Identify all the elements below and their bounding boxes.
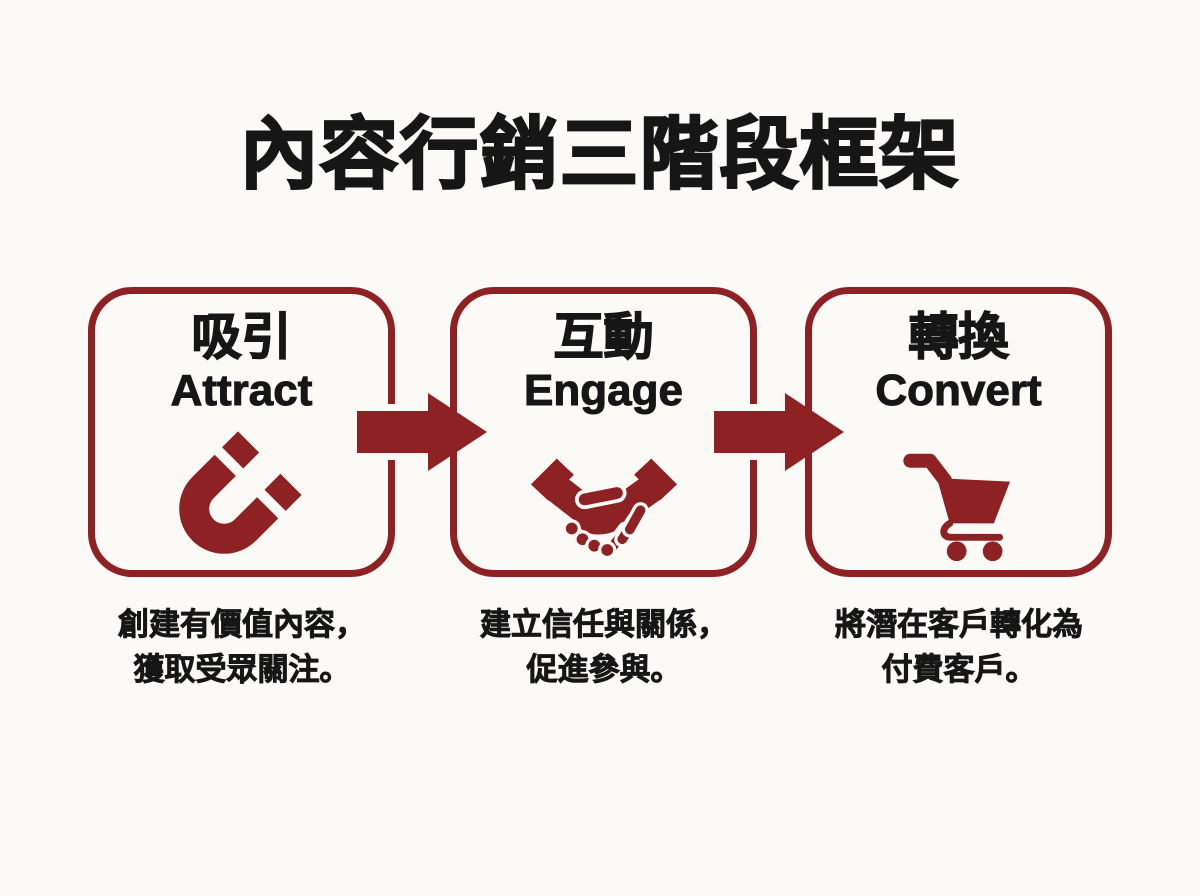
stage-box-convert: 轉換 Convert xyxy=(805,287,1112,577)
description-line: 促進參與。 xyxy=(526,651,682,688)
handshake-icon xyxy=(530,458,677,560)
magnet-icon xyxy=(179,431,302,554)
stage-icon-wrap xyxy=(901,415,1017,570)
description-line: 付費客戶。 xyxy=(881,651,1037,688)
description-line: 將潛在客戶轉化為 xyxy=(835,607,1084,643)
description-line: 創建有價值內容， xyxy=(118,607,367,643)
stage-box-engage: 互動 Engage xyxy=(450,287,757,577)
stage-description-attract: 創建有價值內容， 獲取受眾關注。 xyxy=(62,603,422,693)
stage-icon-wrap xyxy=(518,415,690,570)
page-title: 內容行銷三階段框架 xyxy=(239,109,960,200)
stage-label-en: Convert xyxy=(875,366,1042,416)
stage-description-convert: 將潛在客戶轉化為 付費客戶。 xyxy=(779,603,1139,693)
stage-box-attract: 吸引 Attract xyxy=(88,287,395,577)
stage-label-zh: 互動 xyxy=(553,309,655,366)
stage-label-en: Attract xyxy=(170,366,313,416)
description-line: 獲取受眾關注。 xyxy=(133,651,351,688)
stage-icon-wrap xyxy=(174,415,309,570)
stage-description-engage: 建立信任與關係， 促進參與。 xyxy=(424,603,784,693)
cart-icon xyxy=(902,453,1010,562)
stage-label-zh: 轉換 xyxy=(908,309,1010,366)
stage-label-en: Engage xyxy=(524,366,684,416)
description-line: 建立信任與關係， xyxy=(480,607,729,643)
stage-label-zh: 吸引 xyxy=(191,309,293,366)
